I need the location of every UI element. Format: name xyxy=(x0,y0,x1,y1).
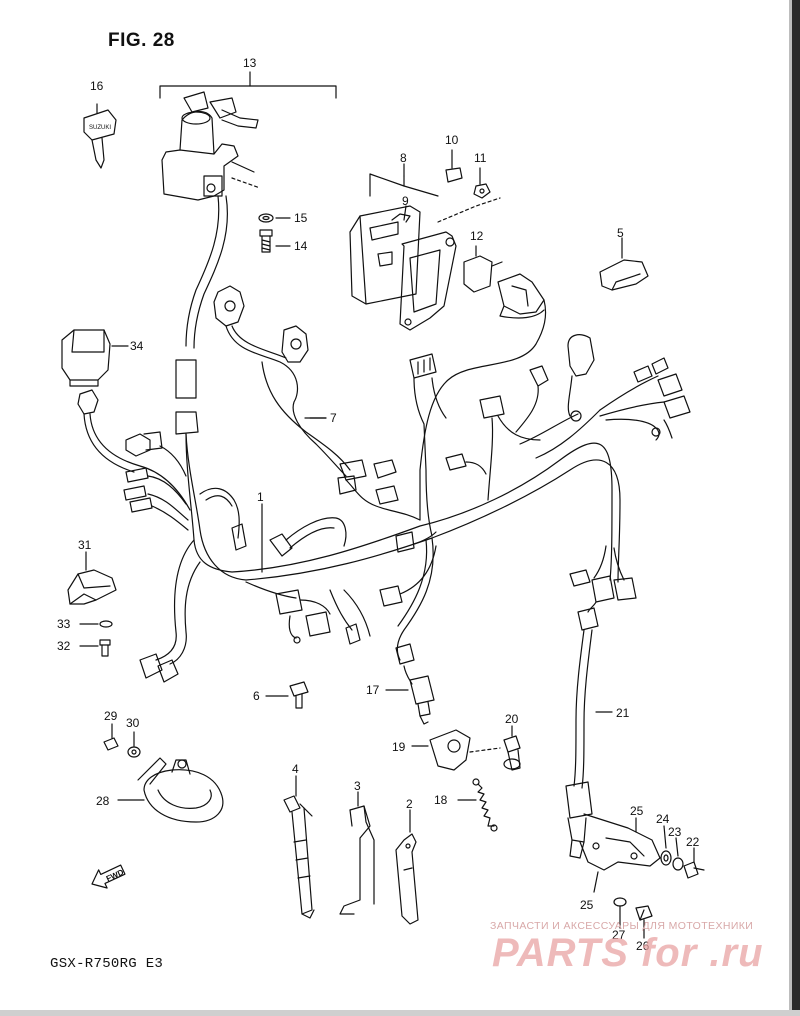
callout-8: 8 xyxy=(400,151,407,165)
bolt-26 xyxy=(636,906,652,938)
washer-15 xyxy=(259,214,290,222)
washer-30 xyxy=(128,732,140,757)
key-16: SUZUKI xyxy=(84,104,116,168)
washer-23 xyxy=(673,838,683,870)
callout-12: 12 xyxy=(470,229,484,243)
watermark-tagline: ЗАПЧАСТИ И АКСЕССУАРЫ ДЛЯ МОТОТЕХНИКИ xyxy=(490,920,754,932)
callout-16: 16 xyxy=(90,79,104,93)
relay-12 xyxy=(420,246,546,520)
callout-19: 19 xyxy=(392,740,406,754)
callout-22: 22 xyxy=(686,835,700,849)
callout-20: 20 xyxy=(505,712,519,726)
sub-harness-7 xyxy=(214,286,420,520)
clamp-2 xyxy=(396,810,418,924)
callout-6: 6 xyxy=(253,689,260,703)
bracket-25 xyxy=(594,818,636,892)
sensor-17 xyxy=(386,666,434,724)
callout-7: 7 xyxy=(330,411,337,425)
washer-33 xyxy=(80,621,112,627)
bolt-10 xyxy=(446,150,462,182)
callout-3: 3 xyxy=(354,779,361,793)
callout-30: 30 xyxy=(126,716,140,730)
main-harness-1 xyxy=(124,335,690,682)
callout-25-lower: 25 xyxy=(580,898,594,912)
clamp-31 xyxy=(68,552,116,604)
callout-27: 27 xyxy=(612,928,626,942)
ignition-switch-13 xyxy=(162,92,260,348)
callout-15: 15 xyxy=(294,211,308,225)
callout-14: 14 xyxy=(294,239,308,253)
bolt-29 xyxy=(104,724,118,750)
washer-27 xyxy=(614,898,626,928)
clamp-3 xyxy=(340,792,374,914)
callout-34: 34 xyxy=(130,339,144,353)
callout-29: 29 xyxy=(104,709,118,723)
scan-edge xyxy=(792,0,800,1016)
clamp-4 xyxy=(284,776,314,918)
callout-2: 2 xyxy=(406,797,413,811)
svg-text:SUZUKI: SUZUKI xyxy=(89,125,111,131)
callout-24: 24 xyxy=(656,812,670,826)
horn-28 xyxy=(118,758,223,822)
leader-lines xyxy=(262,164,644,920)
bracket-8 xyxy=(350,174,500,330)
bolt-20 xyxy=(470,726,520,770)
callout-13: 13 xyxy=(243,56,257,70)
scan-bottom-edge xyxy=(0,1010,800,1016)
starter-relay-34 xyxy=(62,330,190,510)
sensor-21 xyxy=(566,608,660,870)
callout-4: 4 xyxy=(292,762,299,776)
figure-title: FIG. 28 xyxy=(108,30,175,51)
bolt-32 xyxy=(80,640,110,656)
spring-18 xyxy=(458,779,497,831)
callout-11: 11 xyxy=(474,151,487,165)
callout-18: 18 xyxy=(434,793,448,807)
model-code: GSX-R750RG E3 xyxy=(50,956,164,972)
callout-9: 9 xyxy=(402,194,409,208)
fwd-arrow-icon xyxy=(88,861,127,893)
callout-28: 28 xyxy=(96,794,110,808)
bracket-13 xyxy=(160,72,336,98)
callout-21: 21 xyxy=(616,706,630,720)
callout-10: 10 xyxy=(445,133,459,147)
cover-5 xyxy=(600,238,648,290)
washer-24 xyxy=(661,826,671,865)
nut-11 xyxy=(474,168,490,198)
callout-5: 5 xyxy=(617,226,624,240)
bolt-6 xyxy=(266,682,308,708)
bracket-19 xyxy=(412,730,470,770)
callout-17: 17 xyxy=(366,683,380,697)
callout-33: 33 xyxy=(57,617,71,631)
screw-14 xyxy=(260,230,290,252)
callout-31: 31 xyxy=(78,538,92,552)
callout-23: 23 xyxy=(668,825,682,839)
callout-25-upper: 25 xyxy=(630,804,644,818)
callout-26: 26 xyxy=(636,939,650,953)
scan-edge-shadow xyxy=(789,0,792,1016)
callout-32: 32 xyxy=(57,639,71,653)
bolt-22 xyxy=(684,848,704,878)
callout-1: 1 xyxy=(257,490,264,504)
watermark-logo: PARTS for .ru xyxy=(492,931,764,975)
